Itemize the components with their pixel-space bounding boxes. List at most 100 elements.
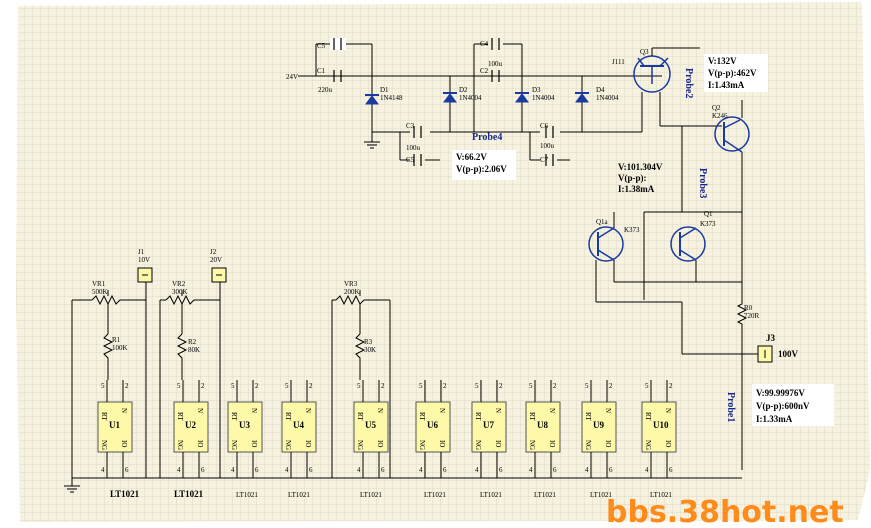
pin-io-label: IO	[376, 440, 384, 447]
vr1-value: 500K	[92, 288, 108, 296]
pin-ng-label: NG	[100, 440, 108, 450]
q1a-ref: Q1a	[596, 218, 609, 226]
chip-u5	[353, 401, 389, 453]
pin-rt-label: RT	[176, 412, 184, 421]
cap-c2-label: C2	[480, 67, 489, 75]
pin-rt-label: RT	[356, 412, 364, 421]
pin-top-left: 5	[177, 382, 181, 390]
transistor-q1a	[588, 226, 624, 262]
pin-ng-label: NG	[584, 440, 592, 450]
r0-value: 720R	[744, 312, 760, 320]
probe1-vpp: V(p-p):600nV	[756, 401, 810, 411]
r1-ref: R1	[112, 336, 121, 344]
chip-u5-part: LT1021	[360, 491, 382, 499]
cap-c7-label: C7	[540, 156, 549, 164]
j3-ref: J3	[766, 333, 776, 343]
pin-ng-label: NG	[418, 440, 426, 450]
diode-d3-ref: D3	[532, 86, 541, 94]
chip-u6-part: LT1021	[424, 491, 446, 499]
pin-rt-label: RT	[100, 412, 108, 421]
vr2-value: 300K	[172, 288, 188, 296]
r2-value: 80K	[188, 346, 200, 354]
chip-ref-u5: U5	[365, 420, 376, 430]
probe4-label: Probe4	[472, 132, 502, 143]
q2-part: K246	[712, 112, 728, 120]
watermark: bbs.38hot.net	[606, 495, 844, 528]
pin-io-label: IO	[250, 440, 258, 447]
pin-n-label: N	[250, 408, 258, 413]
pin-bottom-left: 4	[357, 466, 361, 474]
pin-bottom-left: 4	[529, 466, 533, 474]
j1-value: 10V	[138, 256, 150, 264]
probe1-i: I:1.33mA	[756, 414, 793, 424]
pin-ng-label: NG	[644, 440, 652, 450]
pin-rt-label: RT	[418, 412, 426, 421]
probe2-label: Probe2	[683, 68, 694, 98]
cap-c3-value: 100u	[406, 144, 421, 152]
pin-top-right: 2	[309, 382, 313, 390]
probe3-label: Probe3	[697, 168, 708, 198]
pin-bottom-right: 6	[381, 466, 385, 474]
transistor-q1	[670, 226, 706, 262]
pin-top-right: 2	[381, 382, 385, 390]
chip-ref-u4: U4	[293, 420, 304, 430]
r1-value: 100K	[112, 344, 128, 352]
vr3-ref: VR3	[344, 280, 358, 288]
cap-c2-value: 100u	[488, 60, 503, 68]
vr3-value: 200K	[344, 288, 360, 296]
pin-top-left: 5	[585, 382, 589, 390]
probe3-v: V:101.304V	[618, 162, 663, 172]
q3-part: J111	[612, 58, 625, 66]
pin-n-label: N	[494, 408, 502, 413]
q1-ref: Q1	[704, 210, 713, 218]
probe3-i: I:1.38mA	[618, 184, 655, 194]
pin-ng-label: NG	[474, 440, 482, 450]
pin-bottom-right: 6	[201, 466, 205, 474]
pin-bottom-left: 4	[419, 466, 423, 474]
q1-part: K373	[700, 220, 716, 228]
pin-rt-label: RT	[230, 412, 238, 421]
chip-u6	[415, 401, 451, 453]
multiplier-section	[298, 38, 662, 166]
chip-u2	[173, 401, 209, 453]
pin-bottom-right: 6	[499, 466, 503, 474]
pin-top-left: 5	[419, 382, 423, 390]
pin-n-label: N	[604, 408, 612, 413]
chip-u8-part: LT1021	[534, 491, 556, 499]
supply-label: 24V	[286, 73, 298, 81]
pin-io-label: IO	[304, 440, 312, 447]
chip-ref-u7: U7	[483, 420, 494, 430]
probe4-vpp: V(p-p):2.06V	[456, 164, 507, 174]
chip-u9	[581, 401, 617, 453]
cap-c5-top-label: C5	[317, 42, 326, 50]
pin-io-label: IO	[120, 440, 128, 447]
pin-top-left: 5	[645, 382, 649, 390]
pin-top-right: 2	[553, 382, 557, 390]
chip-u4	[281, 401, 317, 453]
pin-bottom-left: 4	[101, 466, 105, 474]
diode-d4-part: 1N4004	[596, 94, 619, 102]
pin-n-label: N	[304, 408, 312, 413]
chip-ref-u9: U9	[593, 420, 604, 430]
chip-u2-part: LT1021	[174, 489, 204, 499]
chip-u4-part: LT1021	[288, 491, 310, 499]
j2-value: 20V	[210, 256, 222, 264]
vr2-ref: VR2	[172, 280, 186, 288]
pin-top-left: 5	[529, 382, 533, 390]
probe1-v: V:99.99976V	[756, 388, 805, 398]
j1-ref: J1	[138, 248, 145, 256]
pin-ng-label: NG	[528, 440, 536, 450]
pin-n-label: N	[196, 408, 204, 413]
pin-n-label: N	[548, 408, 556, 413]
probe3-vpp: V(p-p):	[618, 173, 647, 183]
pin-top-right: 2	[125, 382, 129, 390]
chip-u10-part: LT1021	[650, 491, 672, 499]
pin-n-label: N	[664, 408, 672, 413]
q3-ref: Q3	[640, 48, 649, 56]
diode-d2-ref: D2	[459, 86, 468, 94]
cap-c5-bottom-label: C5	[406, 156, 415, 164]
pin-rt-label: RT	[474, 412, 482, 421]
